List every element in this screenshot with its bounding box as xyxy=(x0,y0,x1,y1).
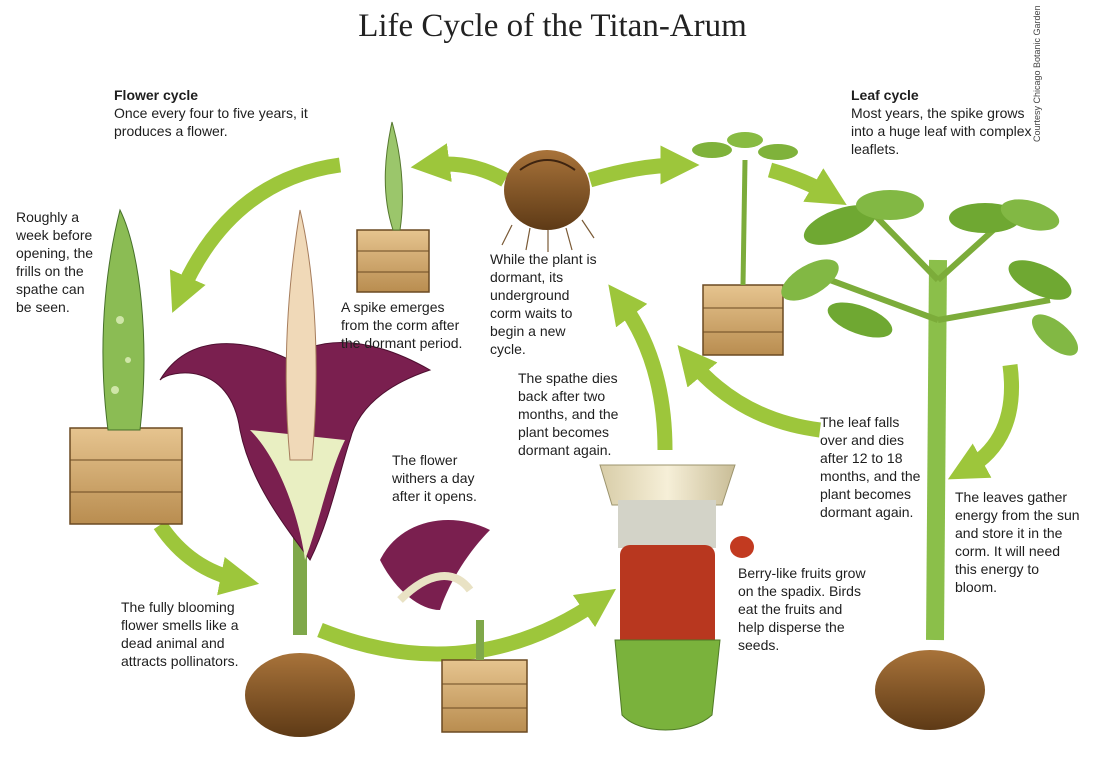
label-berries: Berry-like fruits grow on the spadix. Bi… xyxy=(738,565,866,653)
arrow-seedling-to-leaf xyxy=(767,162,847,206)
arrow-bud-to-bloom xyxy=(153,520,260,596)
cycle-arrows xyxy=(153,143,1020,662)
leaf-cycle-heading: Leaf cycle xyxy=(851,87,919,103)
label-spike: A spike emerges from the corm after the … xyxy=(341,299,463,351)
leaf-plant xyxy=(781,190,1079,730)
arrow-corm-to-seedling xyxy=(587,145,700,188)
flower-cycle-text: Once every four to five years, it produc… xyxy=(114,105,308,139)
leaf-cycle-text: Most years, the spike grows into a huge … xyxy=(851,105,1032,157)
arrow-leaf-to-energy xyxy=(947,364,1020,480)
spike-pot xyxy=(356,121,430,293)
label-withers: The flower withers a day after it opens. xyxy=(392,452,477,504)
label-leaf-falls: The leaf falls over and dies after 12 to… xyxy=(820,414,921,520)
fruiting-spadix xyxy=(599,464,754,731)
arrow-bloom-to-fruit xyxy=(317,588,617,662)
arrow-spike-to-bud xyxy=(169,157,342,313)
blooming-flower xyxy=(159,209,432,737)
seedling-pot xyxy=(692,132,798,356)
page-title: Life Cycle of the Titan-Arum xyxy=(358,8,747,44)
label-energy: The leaves gather energy from the sun an… xyxy=(955,489,1080,595)
label-spathe-dies: The spathe dies back after two months, a… xyxy=(518,370,619,458)
arrow-fruit-to-corm xyxy=(608,284,673,451)
label-frills: Roughly a week before opening, the frill… xyxy=(16,209,94,315)
flower-cycle-heading: Flower cycle xyxy=(114,87,199,103)
label-blooming: The fully blooming flower smells like a … xyxy=(121,599,239,669)
arrow-corm-to-spike xyxy=(410,143,509,187)
dormant-corm xyxy=(501,150,595,252)
arrow-leaf-falls xyxy=(677,345,821,438)
bud-pot xyxy=(69,208,183,525)
withered-flower-pot xyxy=(380,520,528,733)
label-dormant: While the plant is dormant, its undergro… xyxy=(490,251,597,357)
